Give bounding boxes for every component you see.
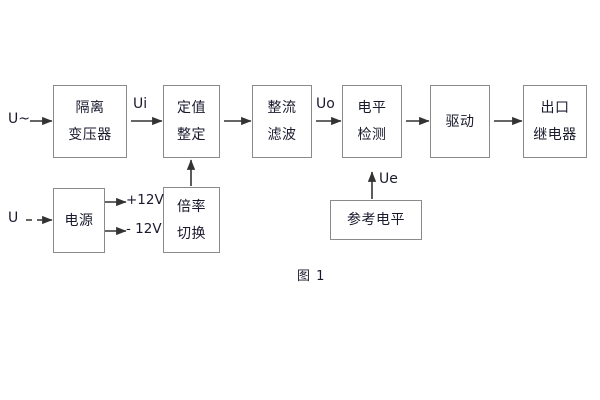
block-line: 电平 — [357, 100, 387, 116]
label-input-ac: U~ — [8, 111, 30, 127]
block-multiplier-switch: 倍率 切换 — [163, 187, 220, 253]
block-isolation-transformer: 隔离 变压器 — [53, 85, 127, 158]
label-input-dc: U — [8, 210, 19, 226]
block-power-supply: 电源 — [53, 188, 105, 253]
block-line: 继电器 — [533, 127, 577, 143]
block-line: 电源 — [64, 212, 94, 229]
label-ue: Ue — [379, 171, 398, 187]
block-line: 整定 — [177, 127, 206, 143]
figure-caption: 图 1 — [297, 269, 326, 284]
block-line: 滤波 — [267, 127, 297, 143]
block-line: 定值 — [177, 100, 206, 116]
block-line: 检测 — [357, 127, 387, 143]
label-minus-12v: - 12V — [126, 221, 162, 237]
block-level-detect: 电平 检测 — [342, 85, 402, 158]
block-line: 整流 — [267, 100, 297, 116]
block-line: 倍率 — [177, 198, 206, 215]
block-line: 切换 — [177, 225, 206, 242]
label-uo: Uo — [316, 96, 335, 112]
block-line: 变压器 — [68, 127, 112, 143]
block-output-relay: 出口 继电器 — [523, 85, 587, 158]
block-line: 出口 — [540, 100, 570, 116]
block-drive: 驱动 — [430, 85, 490, 158]
block-reference-level: 参考电平 — [330, 200, 422, 240]
block-setting-value: 定值 整定 — [163, 85, 220, 158]
block-line: 驱动 — [445, 113, 475, 130]
block-line: 参考电平 — [347, 212, 405, 228]
block-line: 隔离 — [75, 100, 105, 116]
label-ui: Ui — [133, 96, 148, 112]
block-rectify-filter: 整流 滤波 — [252, 85, 312, 158]
label-plus-12v: +12V — [126, 192, 164, 208]
